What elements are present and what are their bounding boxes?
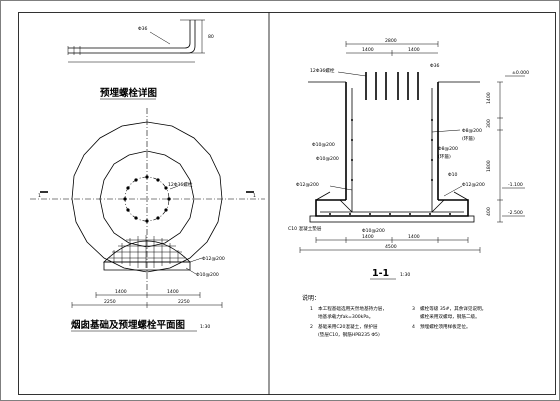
note-2-text: 基础采用C20混凝土，保护层	[318, 323, 378, 330]
note-2-num: 2	[310, 324, 313, 330]
section-rebar-right-2b: (环箍)	[438, 153, 451, 160]
height-dim-2: 300	[486, 119, 492, 128]
elev-top: ±0.000	[512, 70, 529, 76]
inner-frame	[18, 12, 556, 395]
section-scale: 1:30	[400, 272, 410, 278]
plan-dim-top-1: 1400	[115, 289, 127, 295]
height-dim-3: 1800	[486, 160, 492, 172]
plan-ring-label: Φ12@200	[202, 256, 225, 262]
section-rebar-right-3: Φ12@200	[462, 182, 485, 188]
plan-outer-outline	[71, 121, 223, 273]
section-dim-top-2: 1400	[408, 47, 420, 53]
section-rebar-left-2: Φ10@200	[316, 156, 339, 162]
axis-mark-left: 1	[38, 193, 41, 199]
bolt-detail-title: 预埋螺栓详图	[100, 87, 157, 99]
note-3b-text: 螺栓采用双螺母，钢筋二级。	[420, 313, 480, 320]
notes-block: 说明： 1 本工程基础选用天然地基持力层， 地基承载力fak=300kPa。 2…	[302, 294, 486, 338]
plan-rebar-grid	[103, 235, 191, 271]
note-2b-text: (垫层C10，钢筋HPB235 Φ5)	[318, 331, 380, 338]
section-bolts	[365, 72, 419, 100]
section-dim-top-1: 1400	[362, 47, 374, 53]
bolt-hook-dim: 80	[208, 34, 214, 40]
section-bottom-rebar: Φ10@200	[362, 228, 385, 234]
section-dim-bottom-1: 1400	[362, 234, 374, 240]
section-cushion: C10 混凝土垫层	[288, 225, 322, 232]
section-rebar-left-1: Φ10@200	[312, 142, 335, 148]
note-1-num: 1	[310, 306, 313, 312]
note-3-text: 螺栓等级 35#，其余详见说明。	[420, 305, 486, 312]
note-4-text: 预埋螺栓须用样板定位。	[420, 323, 471, 330]
footing-outline	[315, 199, 469, 217]
plan-title: 烟囱基础及预埋螺栓平面图	[71, 319, 185, 331]
pier-outline	[345, 82, 439, 200]
plan-bolts	[123, 175, 171, 223]
notes-heading: 说明：	[302, 294, 320, 302]
plan-dim-bottom-2: 2250	[178, 299, 190, 305]
plan-dim-top-2: 1400	[167, 289, 179, 295]
plan-bottom-label: Φ10@200	[196, 272, 219, 278]
section-1-1: 2800 1400 1400 ±0.000	[288, 38, 529, 280]
section-rebar-left-3: Φ12@200	[296, 182, 319, 188]
section-rebar-right-2: Φ8@200	[438, 146, 458, 152]
section-bolt-top: Φ36	[430, 63, 440, 69]
bolt-detail: 80 Φ36 预埋螺栓详图	[67, 19, 214, 100]
note-1-text: 本工程基础选用天然地基持力层，	[318, 305, 387, 312]
height-dim-4: 400	[486, 207, 492, 216]
section-bolt-label: 12Φ36螺栓	[310, 67, 335, 74]
plan-middle-outline	[99, 150, 195, 248]
elev-bottom: -2.500	[508, 210, 523, 216]
axis-mark-right: 1	[253, 193, 256, 199]
rebar-dots	[329, 119, 451, 215]
section-dim-bottom-total: 4500	[385, 244, 397, 250]
note-3-num: 3	[412, 306, 415, 312]
bolt-size-label: Φ36	[138, 26, 148, 32]
cushion-layer	[309, 215, 475, 223]
section-dim-bottom-2: 1400	[408, 234, 420, 240]
section-rebar-right-1: Φ8@200	[462, 128, 482, 134]
section-rebar-right-1b: (环箍)	[462, 135, 475, 142]
elev-mid: -1.100	[508, 182, 523, 188]
section-annotation-right: Φ10	[448, 172, 458, 178]
plan-scale: 1:30	[200, 324, 210, 330]
note-4-num: 4	[412, 324, 415, 330]
height-dim-1: 1400	[486, 92, 492, 104]
plan-dim-bottom-1: 2250	[104, 299, 116, 305]
section-title: 1-1	[372, 268, 389, 279]
plan-bolt-label: 12Φ36螺栓	[168, 181, 193, 188]
foundation-plan: 1 1	[30, 108, 265, 332]
bolt-shape	[68, 20, 196, 54]
section-dim-top-total: 2800	[385, 38, 397, 44]
note-1b-text: 地基承载力fak=300kPa。	[318, 313, 373, 320]
